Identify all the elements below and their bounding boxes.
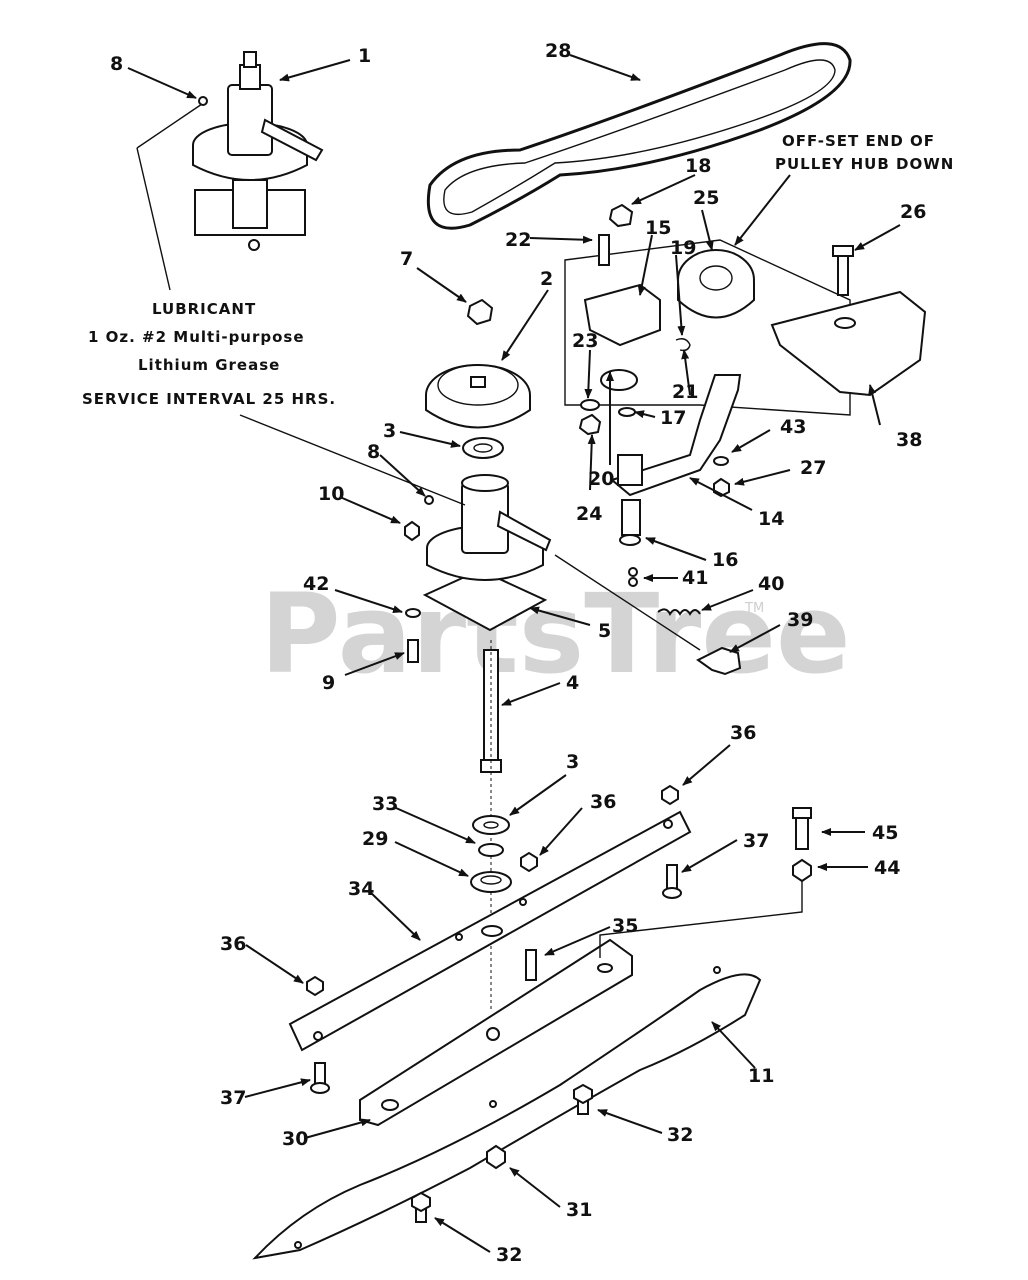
lubricant-note-type: Lithium Grease xyxy=(138,356,280,374)
callout-29: 29 xyxy=(362,828,388,850)
callout-36-left: 36 xyxy=(220,933,246,955)
callout-38: 38 xyxy=(896,429,922,451)
callout-32-bottom: 32 xyxy=(496,1244,522,1266)
spindle-shaft xyxy=(480,640,502,1010)
callout-42: 42 xyxy=(303,573,329,595)
service-interval-note: SERVICE INTERVAL 25 HRS. xyxy=(82,390,336,408)
spindle-housing-lower xyxy=(404,474,701,663)
callout-16: 16 xyxy=(712,549,738,571)
callout-3-lower: 3 xyxy=(566,751,579,773)
callout-3-upper: 3 xyxy=(383,420,396,442)
callout-8-top: 8 xyxy=(110,53,123,75)
drive-belt xyxy=(426,42,852,230)
callout-7: 7 xyxy=(400,248,413,270)
spindle-housing-upper xyxy=(192,51,324,251)
callout-39: 39 xyxy=(787,609,813,631)
offset-note-line2: PULLEY HUB DOWN xyxy=(775,155,954,173)
pulley-assembly xyxy=(425,298,531,459)
bearing-stack xyxy=(470,815,512,893)
callout-27: 27 xyxy=(800,457,826,479)
callout-44: 44 xyxy=(874,857,900,879)
callout-34: 34 xyxy=(348,878,374,900)
leader-lines xyxy=(127,54,901,1253)
callout-2: 2 xyxy=(540,268,553,290)
callout-1: 1 xyxy=(358,45,371,67)
idler-pulley-bracket xyxy=(677,245,927,397)
callout-30: 30 xyxy=(282,1128,308,1150)
callout-41: 41 xyxy=(682,567,708,589)
blade-adapter-lower xyxy=(359,938,633,1127)
callout-labels: 8 1 28 18 22 15 19 25 26 7 2 23 21 3 17 … xyxy=(110,40,926,1266)
callout-21: 21 xyxy=(672,381,698,403)
callout-35: 35 xyxy=(612,915,638,937)
trademark-mark: TM xyxy=(744,601,764,616)
callout-11: 11 xyxy=(748,1065,774,1087)
callout-19: 19 xyxy=(670,237,696,259)
blade-adapter-upper xyxy=(288,810,692,1052)
callout-36-top: 36 xyxy=(730,722,756,744)
callout-14: 14 xyxy=(758,508,784,530)
callout-15: 15 xyxy=(645,217,671,239)
callout-9: 9 xyxy=(322,672,335,694)
callout-8-mid: 8 xyxy=(367,441,380,463)
callout-33: 33 xyxy=(372,793,398,815)
callout-4: 4 xyxy=(566,672,579,694)
callout-10: 10 xyxy=(318,483,344,505)
callout-18: 18 xyxy=(685,155,711,177)
callout-17: 17 xyxy=(660,407,686,429)
callout-37-right: 37 xyxy=(743,830,769,852)
callout-23: 23 xyxy=(572,330,598,352)
fasteners xyxy=(306,784,812,1223)
callout-28: 28 xyxy=(545,40,571,62)
callout-25: 25 xyxy=(693,187,719,209)
idler-assembly xyxy=(564,203,851,587)
lubricant-note-amount: 1 Oz. #2 Multi-purpose xyxy=(88,328,305,346)
callout-37-left: 37 xyxy=(220,1087,246,1109)
lubricant-note-title: LUBRICANT xyxy=(152,300,256,318)
callout-40: 40 xyxy=(758,573,784,595)
callout-20: 20 xyxy=(588,468,614,490)
callout-26: 26 xyxy=(900,201,926,223)
callout-43: 43 xyxy=(780,416,806,438)
callout-31: 31 xyxy=(566,1199,592,1221)
callout-22: 22 xyxy=(505,229,531,251)
offset-note-line1: OFF-SET END OF xyxy=(782,132,935,150)
callout-24: 24 xyxy=(576,503,602,525)
callout-5: 5 xyxy=(598,620,611,642)
callout-45: 45 xyxy=(872,822,898,844)
spring-bracket xyxy=(657,608,742,676)
callout-32-right: 32 xyxy=(667,1124,693,1146)
callout-36-mid: 36 xyxy=(590,791,616,813)
mower-blade xyxy=(252,966,762,1260)
